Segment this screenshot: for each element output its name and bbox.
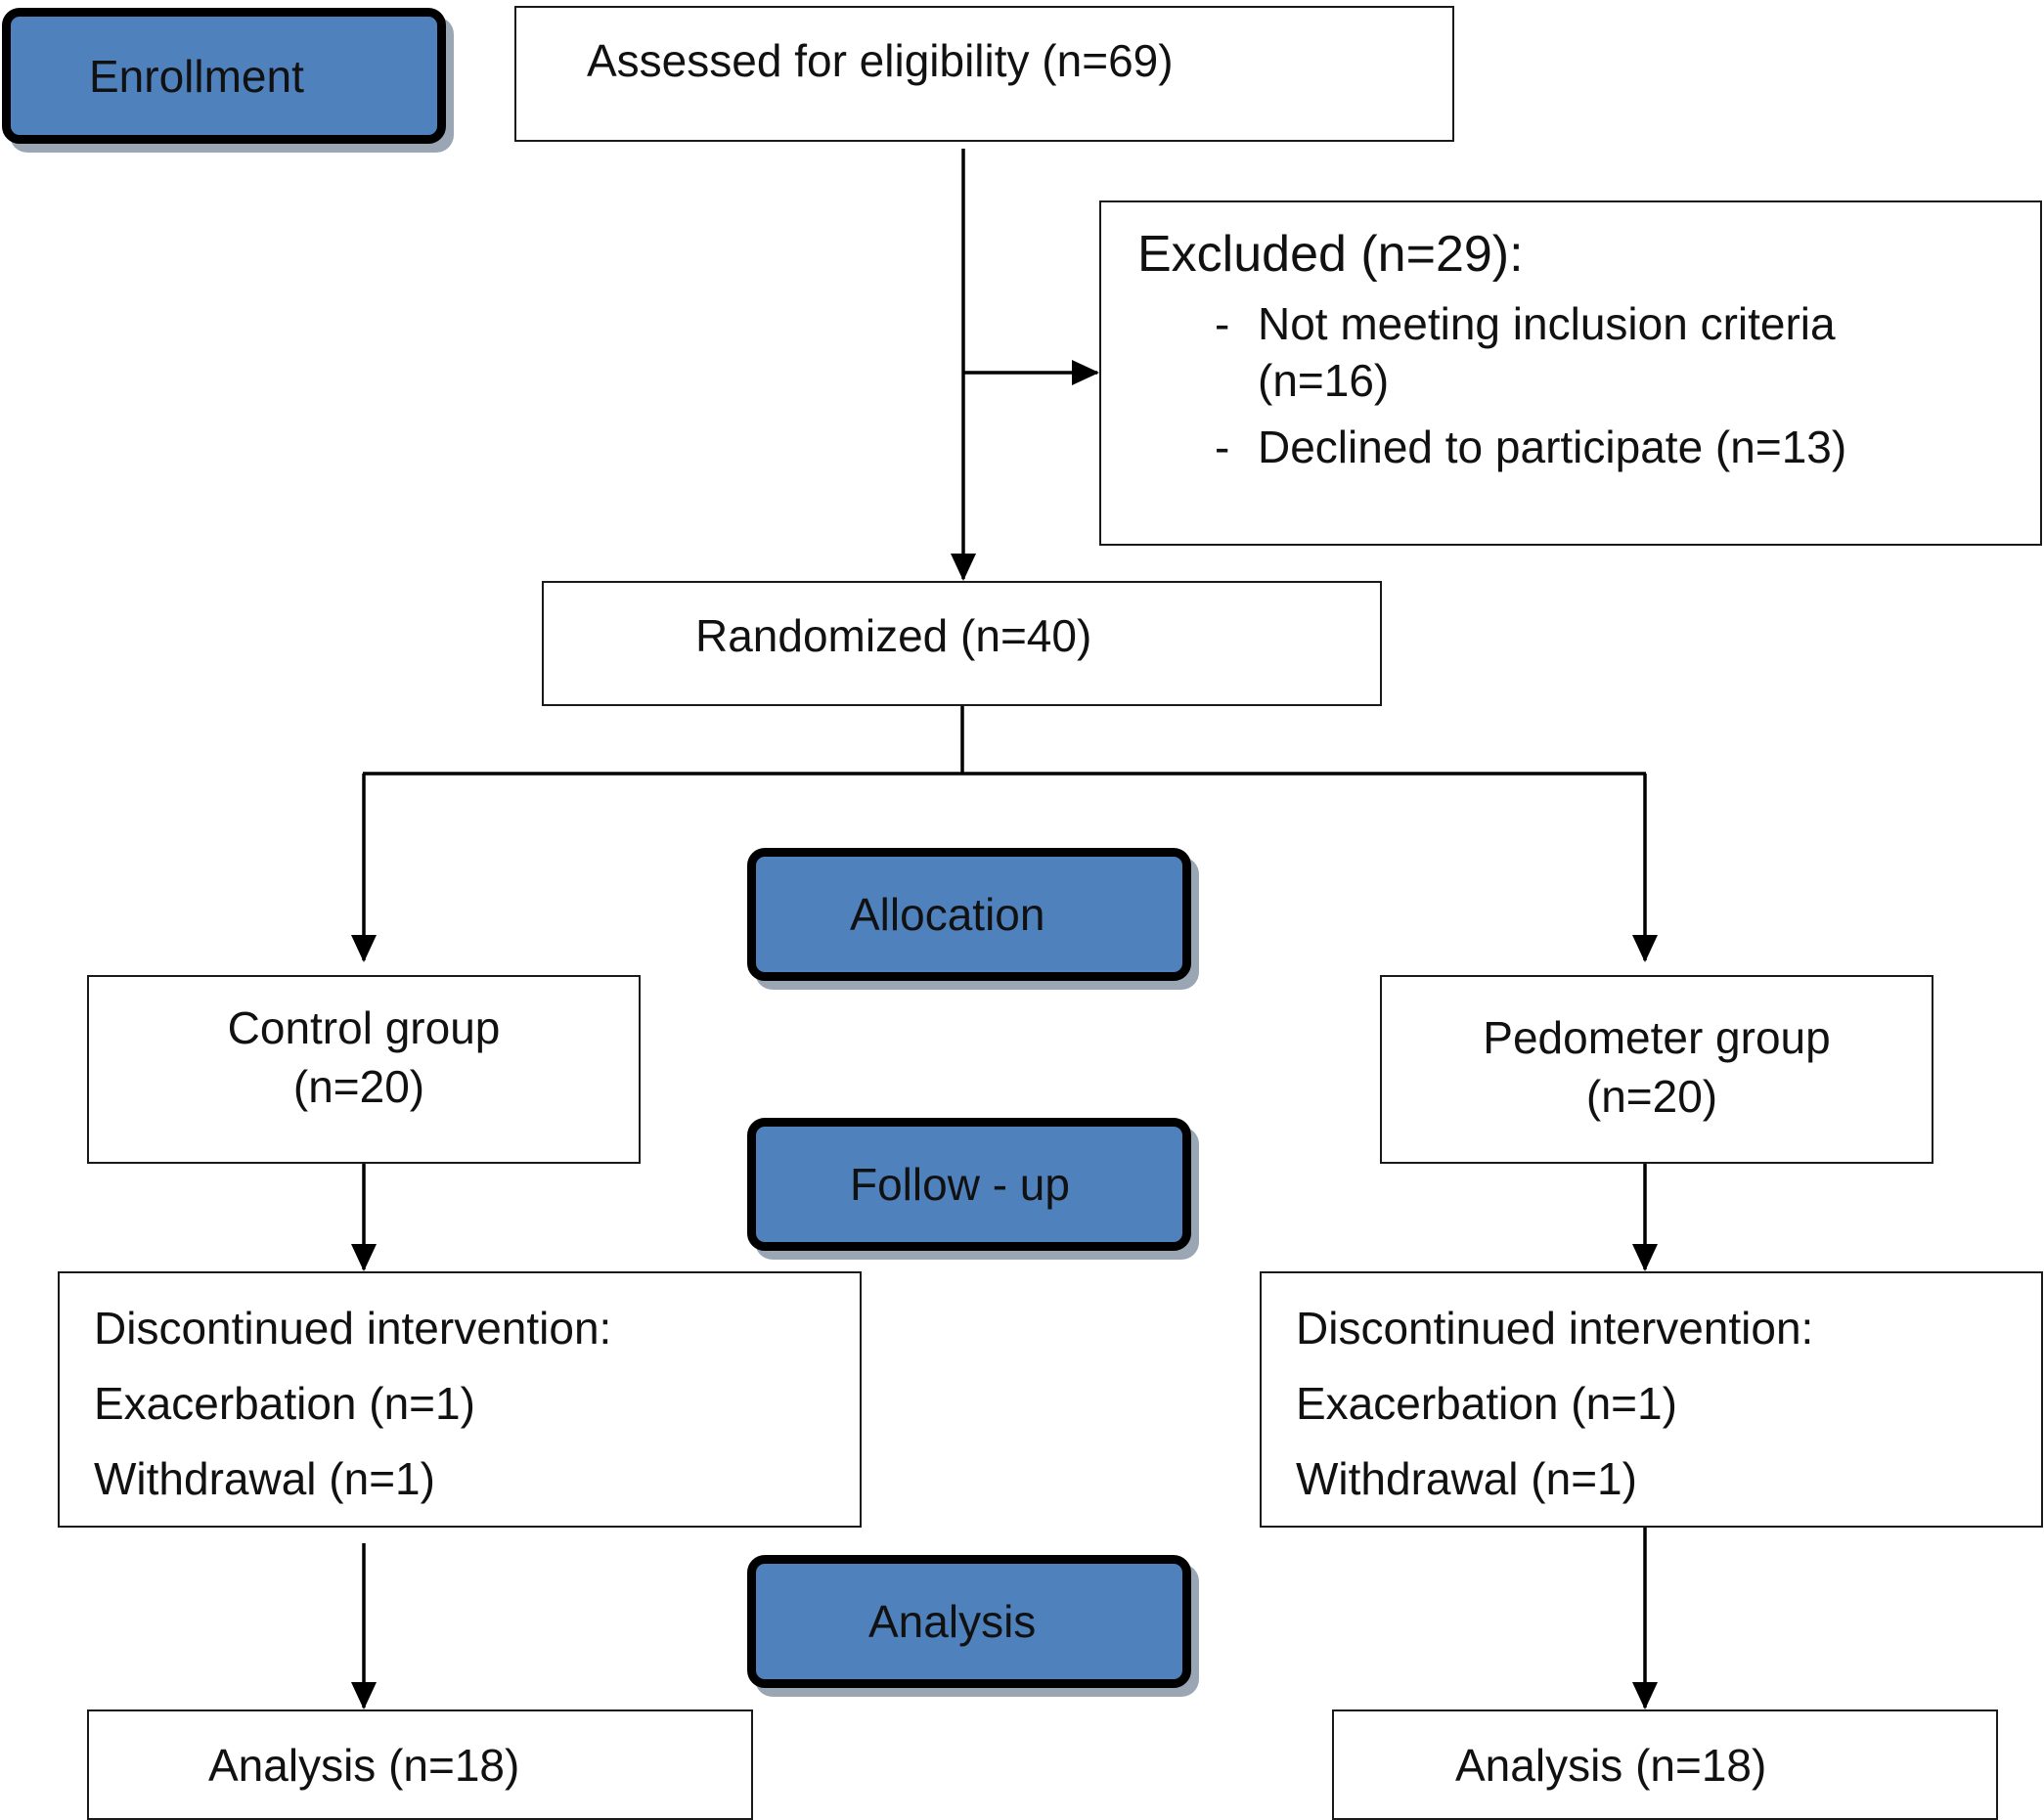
control-analysis-text: Analysis (n=18): [208, 1740, 520, 1791]
pedometer-analysis-box: Analysis (n=18): [1332, 1709, 1998, 1820]
pedometer-analysis-text: Analysis (n=18): [1455, 1740, 1767, 1791]
pedometer-group-count: (n=20): [1585, 1071, 1718, 1122]
pedometer-discontinued-title: Discontinued intervention:: [1296, 1303, 1814, 1354]
stage-label-analysis-text: Analysis: [868, 1596, 1037, 1647]
stage-label-allocation-text: Allocation: [850, 889, 1045, 940]
control-group-name: Control group: [227, 1002, 501, 1053]
pedometer-withdrawal: Withdrawal (n=1): [1296, 1453, 1637, 1504]
randomized-text: Randomized (n=40): [695, 610, 1092, 661]
pedometer-group-name: Pedometer group: [1483, 1012, 1831, 1063]
stage-label-allocation: Allocation: [747, 848, 1191, 981]
stage-label-analysis: Analysis: [747, 1555, 1191, 1688]
excluded-box: Excluded (n=29): - Not meeting inclusion…: [1099, 200, 2042, 546]
control-group-count: (n=20): [292, 1061, 425, 1112]
assessed-text: Assessed for eligibility (n=69): [587, 35, 1174, 86]
control-discontinued-title: Discontinued intervention:: [94, 1303, 612, 1354]
stage-label-enrollment: Enrollment: [2, 8, 446, 144]
control-exacerbation: Exacerbation (n=1): [94, 1378, 475, 1429]
excluded-title: Excluded (n=29):: [1137, 226, 1524, 283]
assessed-box: Assessed for eligibility (n=69): [514, 6, 1454, 142]
excluded-item-text: Not meeting inclusion criteria: [1258, 298, 1836, 349]
control-group-box: Control group (n=20): [87, 975, 641, 1164]
control-discontinued-box: Discontinued intervention: Exacerbation …: [58, 1271, 862, 1528]
excluded-item-bullet: -: [1215, 298, 1230, 349]
pedometer-group-box: Pedometer group (n=20): [1380, 975, 1933, 1164]
pedometer-discontinued-box: Discontinued intervention: Exacerbation …: [1260, 1271, 2043, 1528]
stage-label-followup-text: Follow - up: [850, 1159, 1070, 1210]
randomized-box: Randomized (n=40): [542, 581, 1382, 706]
excluded-item-bullet: -: [1215, 422, 1230, 472]
stage-label-followup: Follow - up: [747, 1118, 1191, 1251]
excluded-item-text: (n=16): [1258, 355, 1390, 406]
excluded-item-text: Declined to participate (n=13): [1258, 422, 1847, 472]
stage-label-enrollment-text: Enrollment: [89, 50, 304, 102]
control-analysis-box: Analysis (n=18): [87, 1709, 753, 1820]
control-withdrawal: Withdrawal (n=1): [94, 1453, 435, 1504]
pedometer-exacerbation: Exacerbation (n=1): [1296, 1378, 1677, 1429]
